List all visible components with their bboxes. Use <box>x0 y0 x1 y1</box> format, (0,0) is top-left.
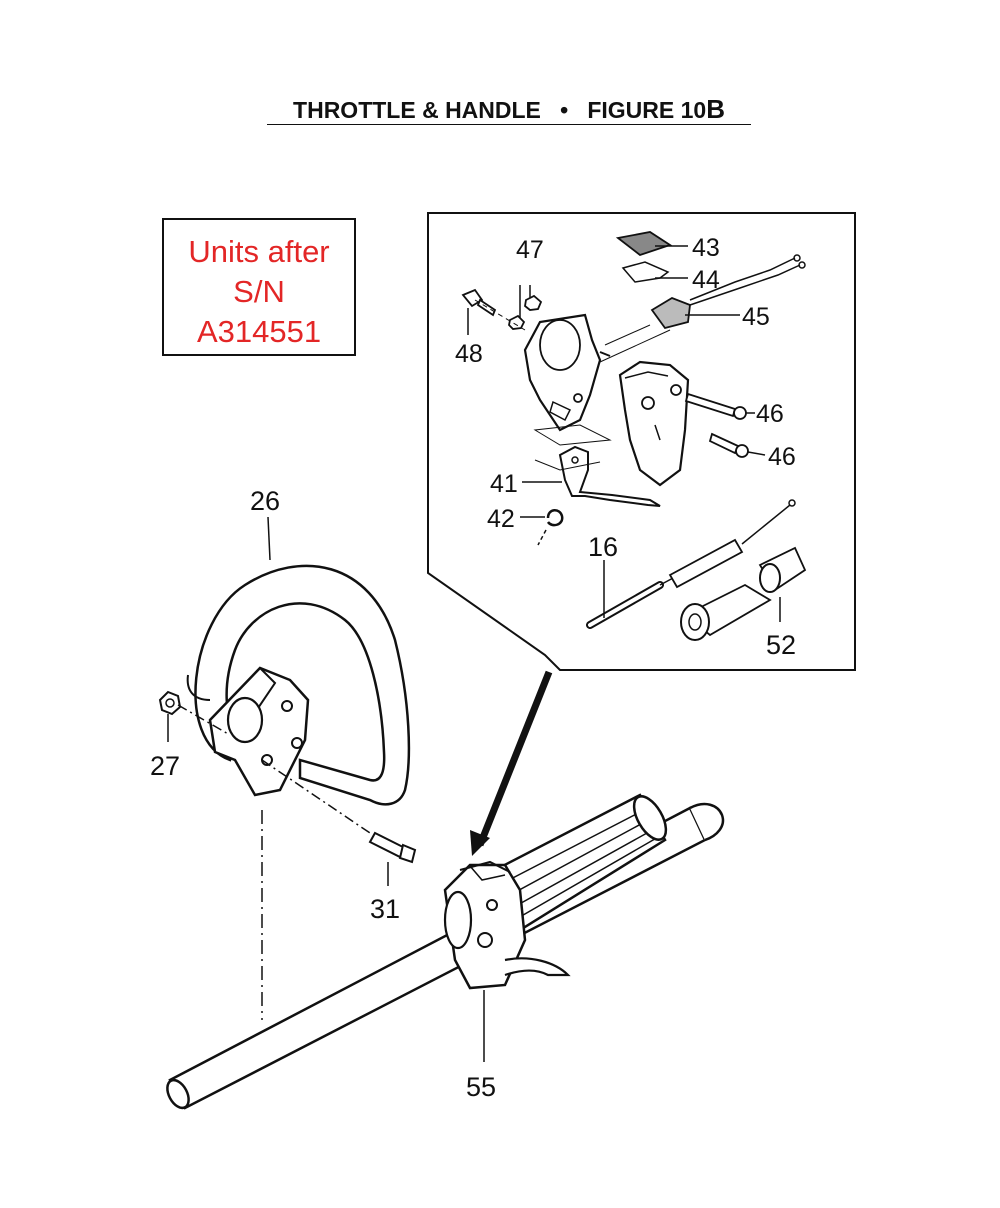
spring-42 <box>537 509 564 546</box>
serial-note-line-2: S/N <box>233 274 285 309</box>
figure-suffix: B <box>706 94 725 124</box>
inset-leader-lines <box>467 245 781 622</box>
throttle-housing-assembly <box>443 860 571 990</box>
serial-number-note: Units after S/N A314551 <box>162 218 356 356</box>
detail-inset-frame <box>427 212 856 671</box>
serial-note-line-3: A314551 <box>196 314 322 349</box>
bolt-31 <box>368 831 417 864</box>
callout-26: 26 <box>250 486 280 516</box>
nut-47 <box>508 294 543 330</box>
callout-47: 47 <box>516 236 544 264</box>
callout-44: 44 <box>692 266 720 294</box>
callout-42: 42 <box>487 505 515 533</box>
throttle-trigger-41 <box>558 445 661 507</box>
screw-48 <box>461 288 497 317</box>
callout-41: 41 <box>490 470 518 498</box>
screw-46-upper <box>684 392 747 420</box>
callout-48: 48 <box>455 340 483 368</box>
callout-55: 55 <box>466 1072 496 1102</box>
stop-switch-45 <box>650 254 806 330</box>
title-text: THROTTLE & HANDLE <box>293 97 541 123</box>
figure-prefix: FIGURE 10 <box>587 97 707 123</box>
callout-43: 43 <box>692 234 720 262</box>
nut-27 <box>158 690 182 716</box>
main-leader-lines <box>167 516 485 1062</box>
callout-46-lower: 46 <box>768 443 796 471</box>
serial-note-line-1: Units after <box>188 234 330 269</box>
throttle-cable-16 <box>586 499 796 629</box>
screw-46-lower <box>708 432 749 458</box>
callout-46-upper: 46 <box>756 400 784 428</box>
switch-plate-44 <box>621 261 670 283</box>
throttle-housing-right-half <box>618 360 690 487</box>
callout-27: 27 <box>150 751 180 781</box>
loop-handle <box>186 564 411 806</box>
throttle-housing-left-half <box>523 313 611 432</box>
cable-grommets-52 <box>680 546 807 641</box>
title-separator: • <box>560 97 569 123</box>
callout-31: 31 <box>370 894 400 924</box>
inset-guide-lines <box>474 299 671 471</box>
callout-45: 45 <box>742 303 770 331</box>
detail-pointer-arrow <box>470 670 553 856</box>
assembly-centerlines <box>177 704 371 1020</box>
callout-16: 16 <box>588 532 618 562</box>
stop-switch-cap-43 <box>615 231 673 257</box>
figure-title: THROTTLE & HANDLE • FIGURE 10B <box>267 94 751 125</box>
callout-52: 52 <box>766 630 796 660</box>
